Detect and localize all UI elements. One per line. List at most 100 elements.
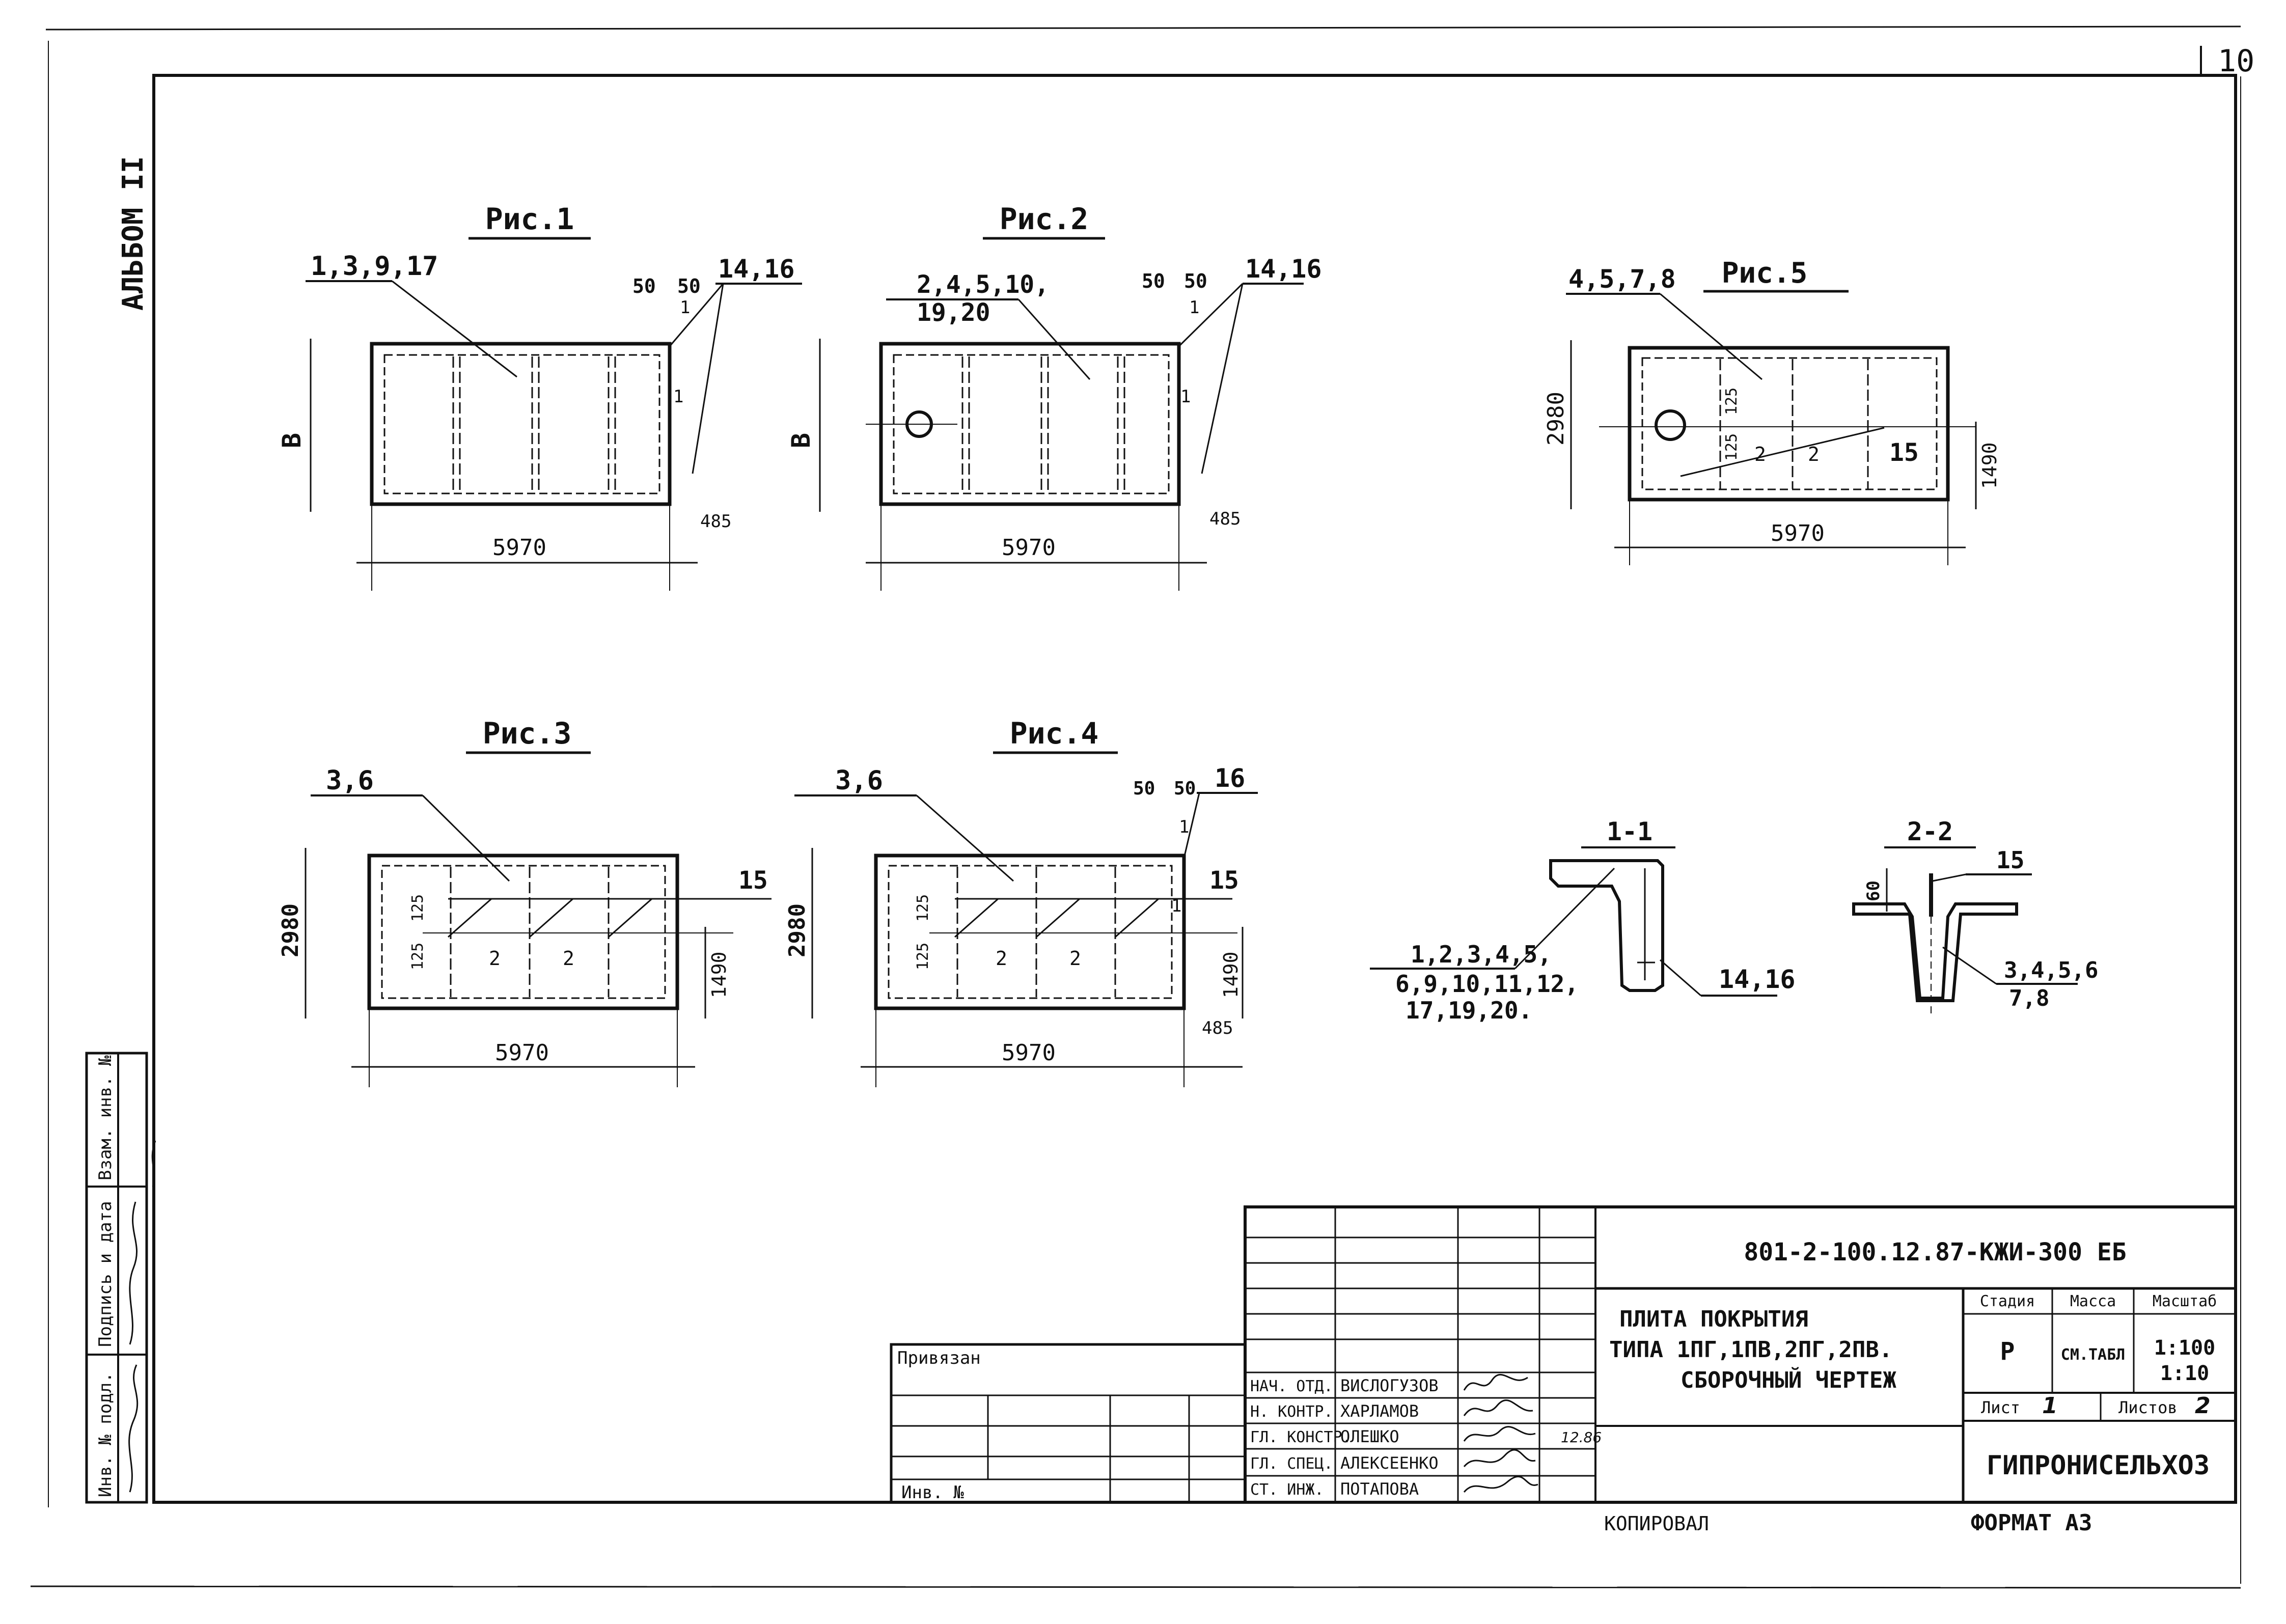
fig2-section-mark-b: 1 (1180, 387, 1191, 407)
fig5-dim-125-a: 125 (1723, 388, 1741, 415)
fig5-callout-leader (1660, 293, 1762, 380)
section22-dim-60: 60 (1863, 880, 1884, 901)
tb-sheet-label: Лист (1981, 1398, 2020, 1417)
fig3-slab-outline (367, 854, 679, 1010)
section11-callout-line2: 6,9,10,11,12, (1395, 970, 1579, 998)
fig2-dim-height: B (786, 433, 816, 448)
fig3-slab-inner (381, 865, 666, 999)
fig3-dim-width: 5970 (495, 1040, 549, 1066)
fig2-title: Рис.2 (1000, 202, 1089, 236)
fig4-dim-top-right: 50 (1174, 778, 1196, 799)
fig4-dim-width: 5970 (1002, 1040, 1056, 1066)
tb-sig-name-5: ПОТАПОВА (1340, 1479, 1419, 1499)
tb-sig-role-4: ГЛ. СПЕЦ. (1250, 1455, 1333, 1473)
tb-scale-label: Масштаб (2153, 1292, 2217, 1310)
fig1-dim-width: 5970 (492, 535, 546, 561)
fig2-dim-top-right: 50 (1184, 270, 1207, 292)
tb-mass-value: СМ.ТАБЛ (2061, 1346, 2125, 1364)
section11-callout-line3: 17,19,20. (1406, 997, 1532, 1024)
fig3-mark-2b: 2 (563, 947, 574, 970)
section11-callout-right-leader (1660, 959, 1701, 997)
fig5-dim-125-b: 125 (1723, 433, 1741, 461)
trim-line-bottom (30, 1585, 2241, 1589)
fig4-slab-inner (888, 865, 1173, 999)
fig1-callout-leader (392, 280, 517, 378)
section-1-1: 1-1 1,2,3,4,5, 6,9,10,11,12, 17,19,20. 1… (1370, 817, 1796, 1024)
fig4-dim-right: 1490 (1220, 951, 1242, 998)
fig4-slab-outline (874, 854, 1186, 1010)
side-stamp-frame (85, 1052, 148, 1504)
fig3-callout: 3,6 (326, 765, 374, 796)
figure-2: Рис.2 2,4,5,10, 19,20 50 50 14,16 1 1 B … (786, 202, 1322, 591)
section11-profile (1549, 859, 1664, 992)
tb-date-note: 12.86 (1561, 1429, 1602, 1446)
fig1-title: Рис.1 (485, 202, 574, 236)
fig5-callout-15: 15 (1889, 438, 1919, 467)
fig4-leader-a (954, 898, 999, 938)
tb-signature-4 (1463, 1449, 1536, 1467)
fig1-callout-right: 14,16 (718, 254, 795, 284)
footer-format: ФОРМАТ А3 (1971, 1510, 2092, 1536)
fig4-callout-16: 16 (1215, 763, 1245, 793)
fig4-section-mark: 1 (1179, 817, 1189, 837)
section22-callout-leader (1942, 946, 1997, 985)
sheet-number: 10 (2218, 43, 2254, 79)
tb-signature-1 (1463, 1373, 1528, 1391)
fig5-slab-inner (1641, 357, 1938, 490)
fig4-callout-16-leader (1183, 792, 1200, 859)
fig2-dim-top-left: 50 (1142, 270, 1165, 292)
section22-callout-15-leader (1932, 873, 1966, 882)
fig4-callout-leader (916, 794, 1014, 882)
footer-copied: КОПИРОВАЛ (1604, 1512, 1709, 1535)
fig3-mark-2a: 2 (489, 947, 501, 970)
fig5-opening (1655, 409, 1686, 441)
fig1-dim-height: B (277, 433, 307, 448)
tb-sig-role-2: Н. КОНТР. (1250, 1403, 1333, 1421)
fig2-callout-line1: 2,4,5,10, (917, 270, 1049, 299)
fig4-dim-small: 485 (1202, 1018, 1233, 1038)
tb-organization: ГИПРОНИСЕЛЬХОЗ (1987, 1450, 2210, 1481)
tb-signature-3 (1463, 1426, 1536, 1442)
fig3-dim-height: 2980 (278, 903, 304, 957)
tb-title-line1: ПЛИТА ПОКРЫТИЯ (1619, 1306, 1808, 1332)
fig3-callout-15: 15 (738, 866, 768, 895)
side-stamp-handwriting-3 (151, 1140, 156, 1187)
tb-sheets-label: Листов (2118, 1398, 2178, 1417)
fig1-dim-small: 485 (700, 511, 731, 532)
tb-sig-name-2: ХАРЛАМОВ (1340, 1401, 1419, 1421)
fig4-leader-c (1115, 898, 1159, 938)
section22-callout-line1: 3,4,5,6 (2004, 957, 2098, 983)
section-2-2: 2-2 15 60 3,4,5,6 7,8 (1852, 817, 2098, 1013)
side-stamp-label-sign: Подпись и дата (95, 1201, 116, 1347)
fig2-dim-small: 485 (1209, 509, 1241, 529)
section11-callout-leader (1514, 867, 1615, 970)
fig3-leader-c (608, 898, 652, 938)
fig3-title: Рис.3 (483, 716, 572, 751)
fig2-section-mark: 1 (1189, 297, 1199, 318)
tb-title-line2: ТИПА 1ПГ,1ПВ,2ПГ,2ПВ. (1609, 1337, 1892, 1363)
section22-profile (1852, 902, 2018, 1002)
tb-scale-value1: 1:100 (2154, 1336, 2215, 1360)
fig2-leader-right-a (1178, 283, 1244, 347)
album-label: АЛЬБОМ II (117, 156, 150, 311)
tb-sig-name-1: ВИСЛОГУЗОВ (1340, 1376, 1439, 1395)
fig4-dim-height: 2980 (784, 903, 810, 957)
fig5-title: Рис.5 (1722, 257, 1808, 290)
binding-bound-label: Привязан (897, 1348, 981, 1368)
tb-sig-name-3: ОЛЕШКО (1340, 1427, 1399, 1446)
title-block-frame (1244, 1205, 2237, 1504)
fig4-title: Рис.4 (1010, 716, 1099, 751)
fig1-section-mark: 1 (680, 297, 690, 318)
fig2-callout-right: 14,16 (1245, 254, 1322, 284)
figure-4: Рис.4 3,6 16 50 50 1 1 15 125 125 2 2 29… (784, 716, 1258, 1087)
fig2-callout-leader (1017, 299, 1091, 380)
side-stamp-label-replace: Взам. инв. № (95, 1055, 116, 1180)
binding-block: Привязан Инв. № (890, 1343, 1247, 1504)
fig1-dim-top-left: 50 (632, 275, 656, 297)
binding-inv-label: Инв. № (901, 1482, 964, 1503)
fig4-mark-2b: 2 (1069, 947, 1081, 970)
fig5-section-leader (1680, 427, 1885, 477)
tb-doc-code: 801-2-100.12.87-КЖИ-300 ЕБ (1744, 1238, 2126, 1267)
fig4-mark-2a: 2 (996, 947, 1007, 970)
